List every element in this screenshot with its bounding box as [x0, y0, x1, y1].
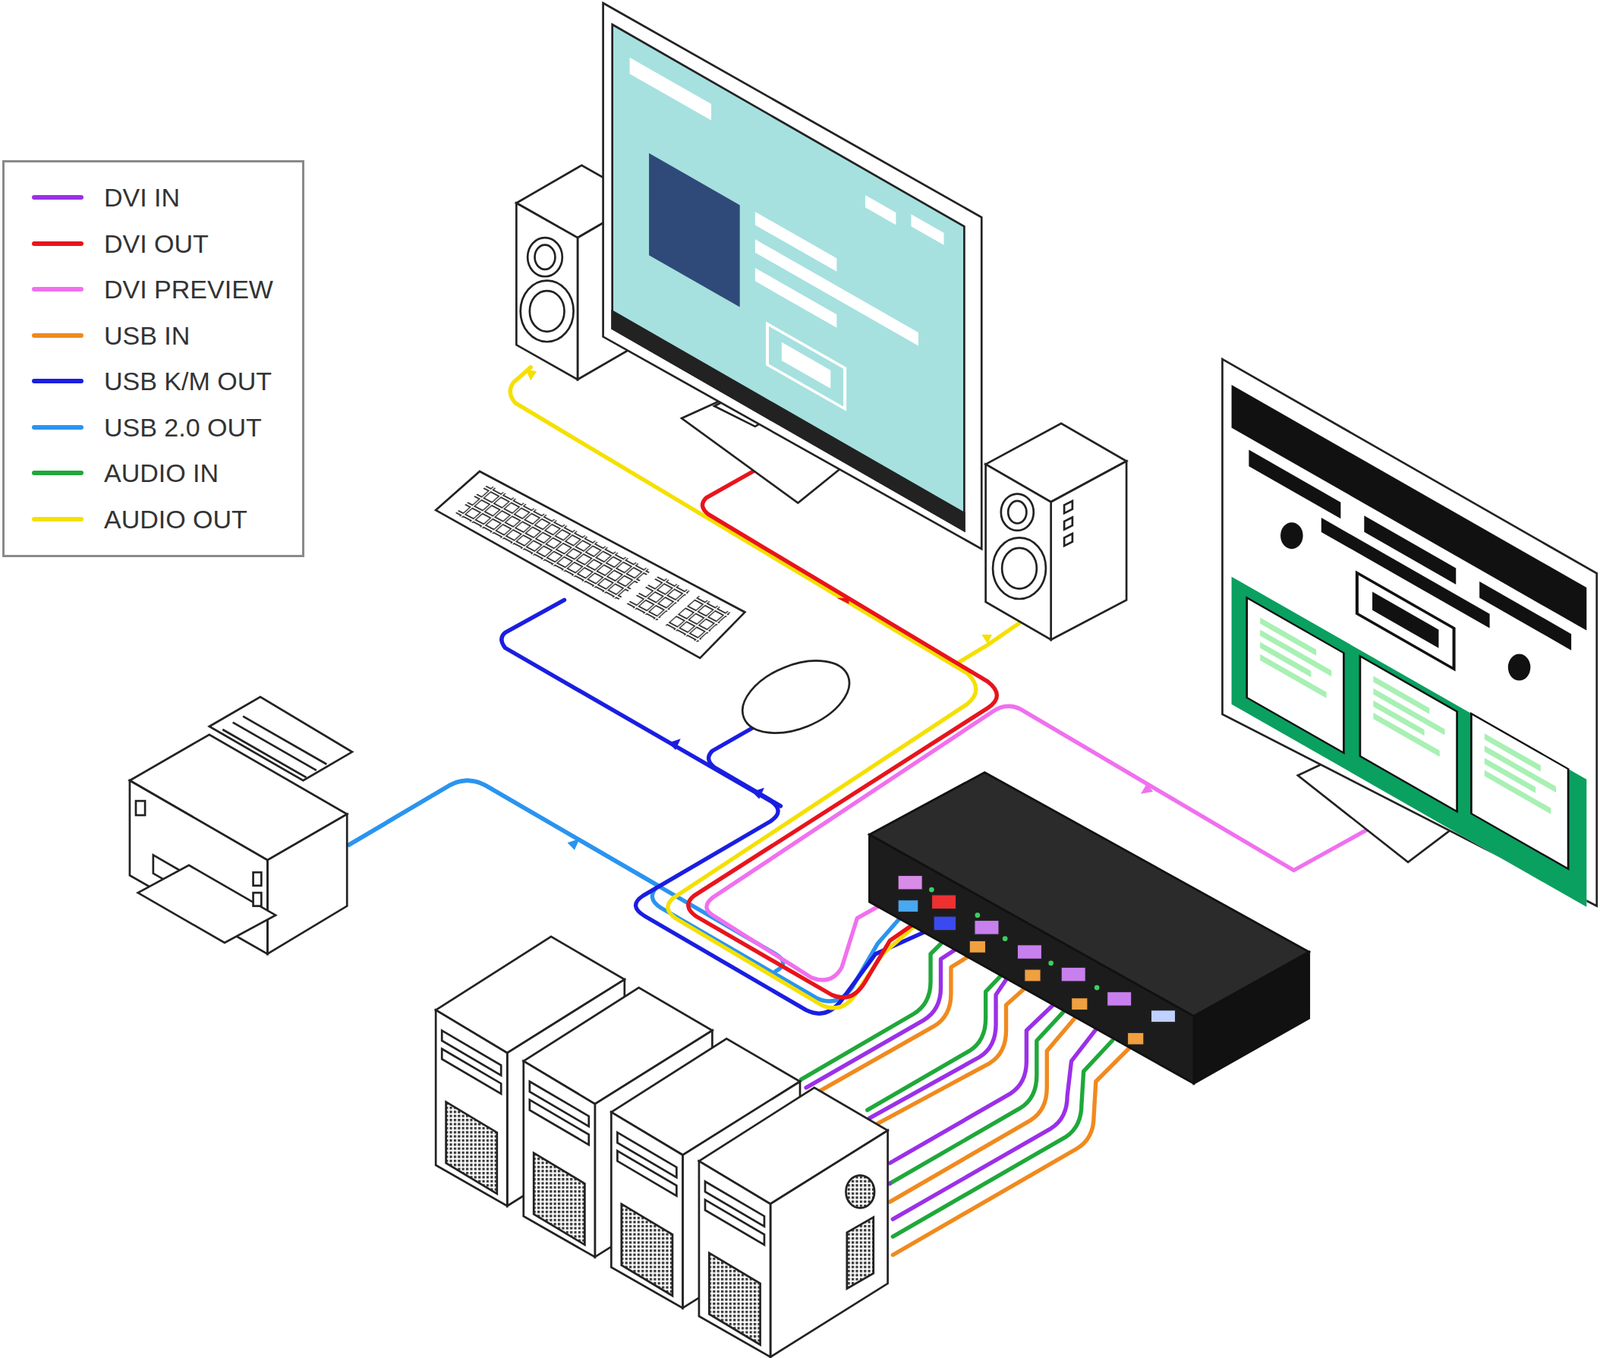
main-monitor — [603, 3, 983, 549]
mouse — [731, 646, 860, 748]
speaker-right — [985, 423, 1127, 640]
legend-box: DVI IN DVI OUT DVI PREVIEW USB IN USB K/M OU… — [2, 160, 305, 558]
legend-text: USB IN — [103, 320, 190, 351]
legend-swatch — [31, 333, 84, 338]
legend-text: DVI IN — [103, 182, 180, 213]
legend-swatch — [31, 286, 84, 292]
legend-swatch — [31, 425, 84, 430]
legend-swatch — [31, 241, 84, 246]
printer — [129, 696, 353, 955]
legend-swatch — [31, 470, 84, 476]
legend-swatch — [31, 195, 84, 200]
preview-monitor — [1222, 359, 1597, 908]
cables — [349, 367, 1370, 1255]
keyboard — [435, 471, 745, 659]
legend-text: USB K/M OUT — [103, 365, 272, 397]
computers — [435, 936, 888, 1358]
legend-text: DVI OUT — [103, 228, 209, 259]
legend-swatch — [31, 378, 84, 384]
legend-swatch — [31, 516, 84, 522]
legend-text: AUDIO OUT — [103, 503, 248, 535]
legend-text: DVI PREVIEW — [103, 274, 274, 305]
legend-text: USB 2.0 OUT — [103, 412, 262, 443]
legend-text: AUDIO IN — [103, 457, 219, 489]
kvm-switch — [869, 771, 1309, 1084]
